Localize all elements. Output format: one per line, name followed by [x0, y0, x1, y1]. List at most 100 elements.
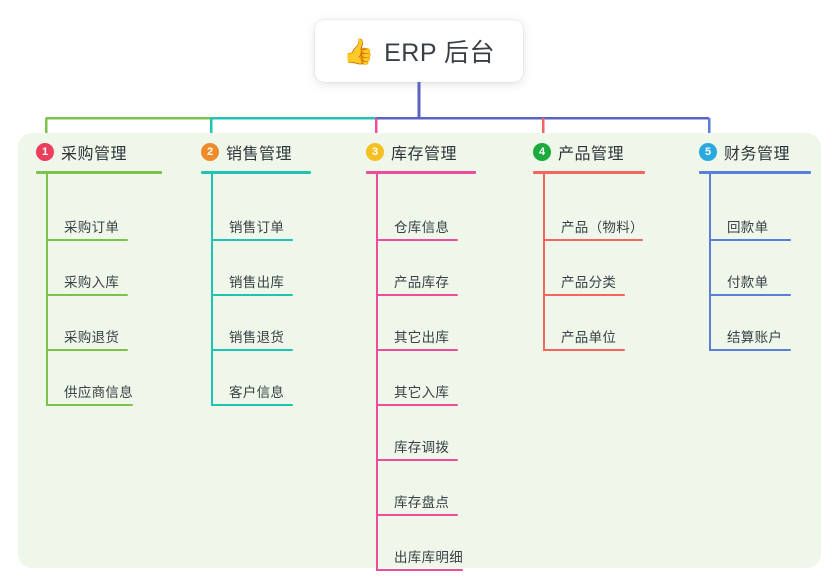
branch-leaf-rule [376, 569, 463, 571]
branch-leaf-rule [376, 459, 458, 461]
branch-leaf-label: 库存调拨 [394, 440, 450, 455]
branch-leaf-rule [211, 239, 293, 241]
branch-header-rule [366, 171, 476, 174]
branch-leaf-label: 销售出库 [229, 275, 285, 290]
branch-items: 回款单付款单结算账户 [709, 174, 839, 351]
branch-leaf-item[interactable]: 销售退货 [211, 296, 345, 351]
branch-leaf-rule [376, 349, 458, 351]
branch-number-badge: 5 [699, 143, 717, 161]
branch-leaf-label: 仓库信息 [394, 220, 450, 235]
branch-header-rule [533, 171, 645, 174]
thumbs-up-icon: 👍 [342, 37, 375, 66]
branch-leaf-label: 客户信息 [229, 385, 285, 400]
branch-leaf-item[interactable]: 仓库信息 [376, 186, 510, 241]
branch-leaf-label: 销售退货 [229, 330, 285, 345]
branch-items: 销售订单销售出库销售退货客户信息 [211, 174, 345, 406]
branch-leaf-item[interactable]: 回款单 [709, 186, 839, 241]
branch-header-5[interactable]: 5 财务管理 [681, 133, 839, 171]
branch-number-badge: 4 [533, 143, 551, 161]
branch-leaf-label: 供应商信息 [64, 385, 133, 400]
branch-leaf-label: 库存盘点 [394, 495, 450, 510]
branch-leaf-rule [46, 294, 128, 296]
branch-column-2: 2 销售管理销售订单销售出库销售退货客户信息 [183, 133, 345, 406]
branch-leaf-item[interactable]: 采购入库 [46, 241, 180, 296]
branch-leaf-item[interactable]: 产品分类 [543, 241, 677, 296]
branch-header-rule [36, 171, 162, 174]
branch-leaf-item[interactable]: 客户信息 [211, 351, 345, 406]
branch-leaf-label: 结算账户 [727, 330, 783, 345]
branch-title: 财务管理 [724, 146, 791, 163]
branch-leaf-item[interactable]: 供应商信息 [46, 351, 180, 406]
branch-leaf-rule [46, 239, 128, 241]
branch-leaf-item[interactable]: 库存调拨 [376, 406, 510, 461]
branch-leaf-label: 回款单 [727, 220, 769, 235]
branch-leaf-item[interactable]: 销售出库 [211, 241, 345, 296]
branch-leaf-item[interactable]: 产品（物料） [543, 186, 677, 241]
branch-leaf-item[interactable]: 销售订单 [211, 186, 345, 241]
branch-spine [376, 174, 378, 571]
branch-number-badge: 1 [36, 143, 54, 161]
branch-leaf-item[interactable]: 产品库存 [376, 241, 510, 296]
branch-items: 产品（物料） 产品分类产品单位 [543, 174, 677, 351]
branch-leaf-rule [211, 404, 293, 406]
branch-leaf-rule [709, 349, 791, 351]
branch-column-1: 1 采购管理采购订单采购入库采购退货供应商信息 [18, 133, 180, 406]
branch-header-1[interactable]: 1 采购管理 [18, 133, 180, 171]
branch-leaf-rule [46, 349, 128, 351]
branch-leaf-item[interactable]: 其它出库 [376, 296, 510, 351]
branch-header-3[interactable]: 3 库存管理 [348, 133, 510, 171]
branch-leaf-label: 出库库明细 [394, 550, 463, 565]
branch-leaf-item[interactable]: 其它入库 [376, 351, 510, 406]
branch-leaf-item[interactable]: 产品单位 [543, 296, 677, 351]
branch-leaf-label: 采购订单 [64, 220, 120, 235]
branch-leaf-item[interactable]: 采购订单 [46, 186, 180, 241]
branch-leaf-item[interactable]: 采购退货 [46, 296, 180, 351]
branch-title: 产品管理 [558, 146, 625, 163]
branch-header-4[interactable]: 4 产品管理 [515, 133, 677, 171]
branch-header-rule [699, 171, 811, 174]
branch-title: 库存管理 [391, 146, 458, 163]
branch-leaf-label: 采购退货 [64, 330, 120, 345]
branch-leaf-rule [709, 294, 791, 296]
branch-column-3: 3 库存管理仓库信息产品库存其它出库其它入库库存调拨库存盘点出库库明细 [348, 133, 510, 571]
branch-header-rule [201, 171, 311, 174]
branch-header-2[interactable]: 2 销售管理 [183, 133, 345, 171]
branch-leaf-rule [376, 514, 458, 516]
branch-leaf-rule [709, 239, 791, 241]
branch-leaf-rule [543, 294, 625, 296]
branch-leaf-label: 其它出库 [394, 330, 450, 345]
branch-leaf-label: 产品单位 [561, 330, 617, 345]
branch-spine [211, 174, 213, 406]
branch-leaf-rule [211, 294, 293, 296]
branch-column-4: 4 产品管理产品（物料） 产品分类产品单位 [515, 133, 677, 351]
branch-title: 采购管理 [61, 146, 128, 163]
branch-number-badge: 2 [201, 143, 219, 161]
branch-items: 仓库信息产品库存其它出库其它入库库存调拨库存盘点出库库明细 [376, 174, 510, 571]
branch-leaf-rule [376, 404, 458, 406]
branch-leaf-label: 采购入库 [64, 275, 120, 290]
branch-leaf-label: 产品（物料） [561, 220, 644, 235]
branch-spine [46, 174, 48, 406]
branch-leaf-label: 产品分类 [561, 275, 617, 290]
branch-leaf-rule [376, 294, 458, 296]
branch-leaf-label: 其它入库 [394, 385, 450, 400]
branch-leaf-item[interactable]: 付款单 [709, 241, 839, 296]
branch-leaf-label: 销售订单 [229, 220, 285, 235]
branch-column-5: 5 财务管理回款单付款单结算账户 [681, 133, 839, 351]
branch-spine [543, 174, 545, 351]
branch-leaf-label: 产品库存 [394, 275, 450, 290]
root-node-card[interactable]: 👍 ERP 后台 [315, 20, 523, 82]
branch-leaf-item[interactable]: 库存盘点 [376, 461, 510, 516]
branch-number-badge: 3 [366, 143, 384, 161]
branch-leaf-item[interactable]: 结算账户 [709, 296, 839, 351]
branch-leaf-item[interactable]: 出库库明细 [376, 516, 510, 571]
branch-items: 采购订单采购入库采购退货供应商信息 [46, 174, 180, 406]
branch-spine [709, 174, 711, 351]
branch-leaf-rule [376, 239, 458, 241]
branch-leaf-rule [46, 404, 133, 406]
branch-title: 销售管理 [226, 146, 293, 163]
branch-leaf-label: 付款单 [727, 275, 769, 290]
branch-leaf-rule [211, 349, 293, 351]
branch-leaf-rule [543, 349, 625, 351]
branch-leaf-rule [543, 239, 643, 241]
